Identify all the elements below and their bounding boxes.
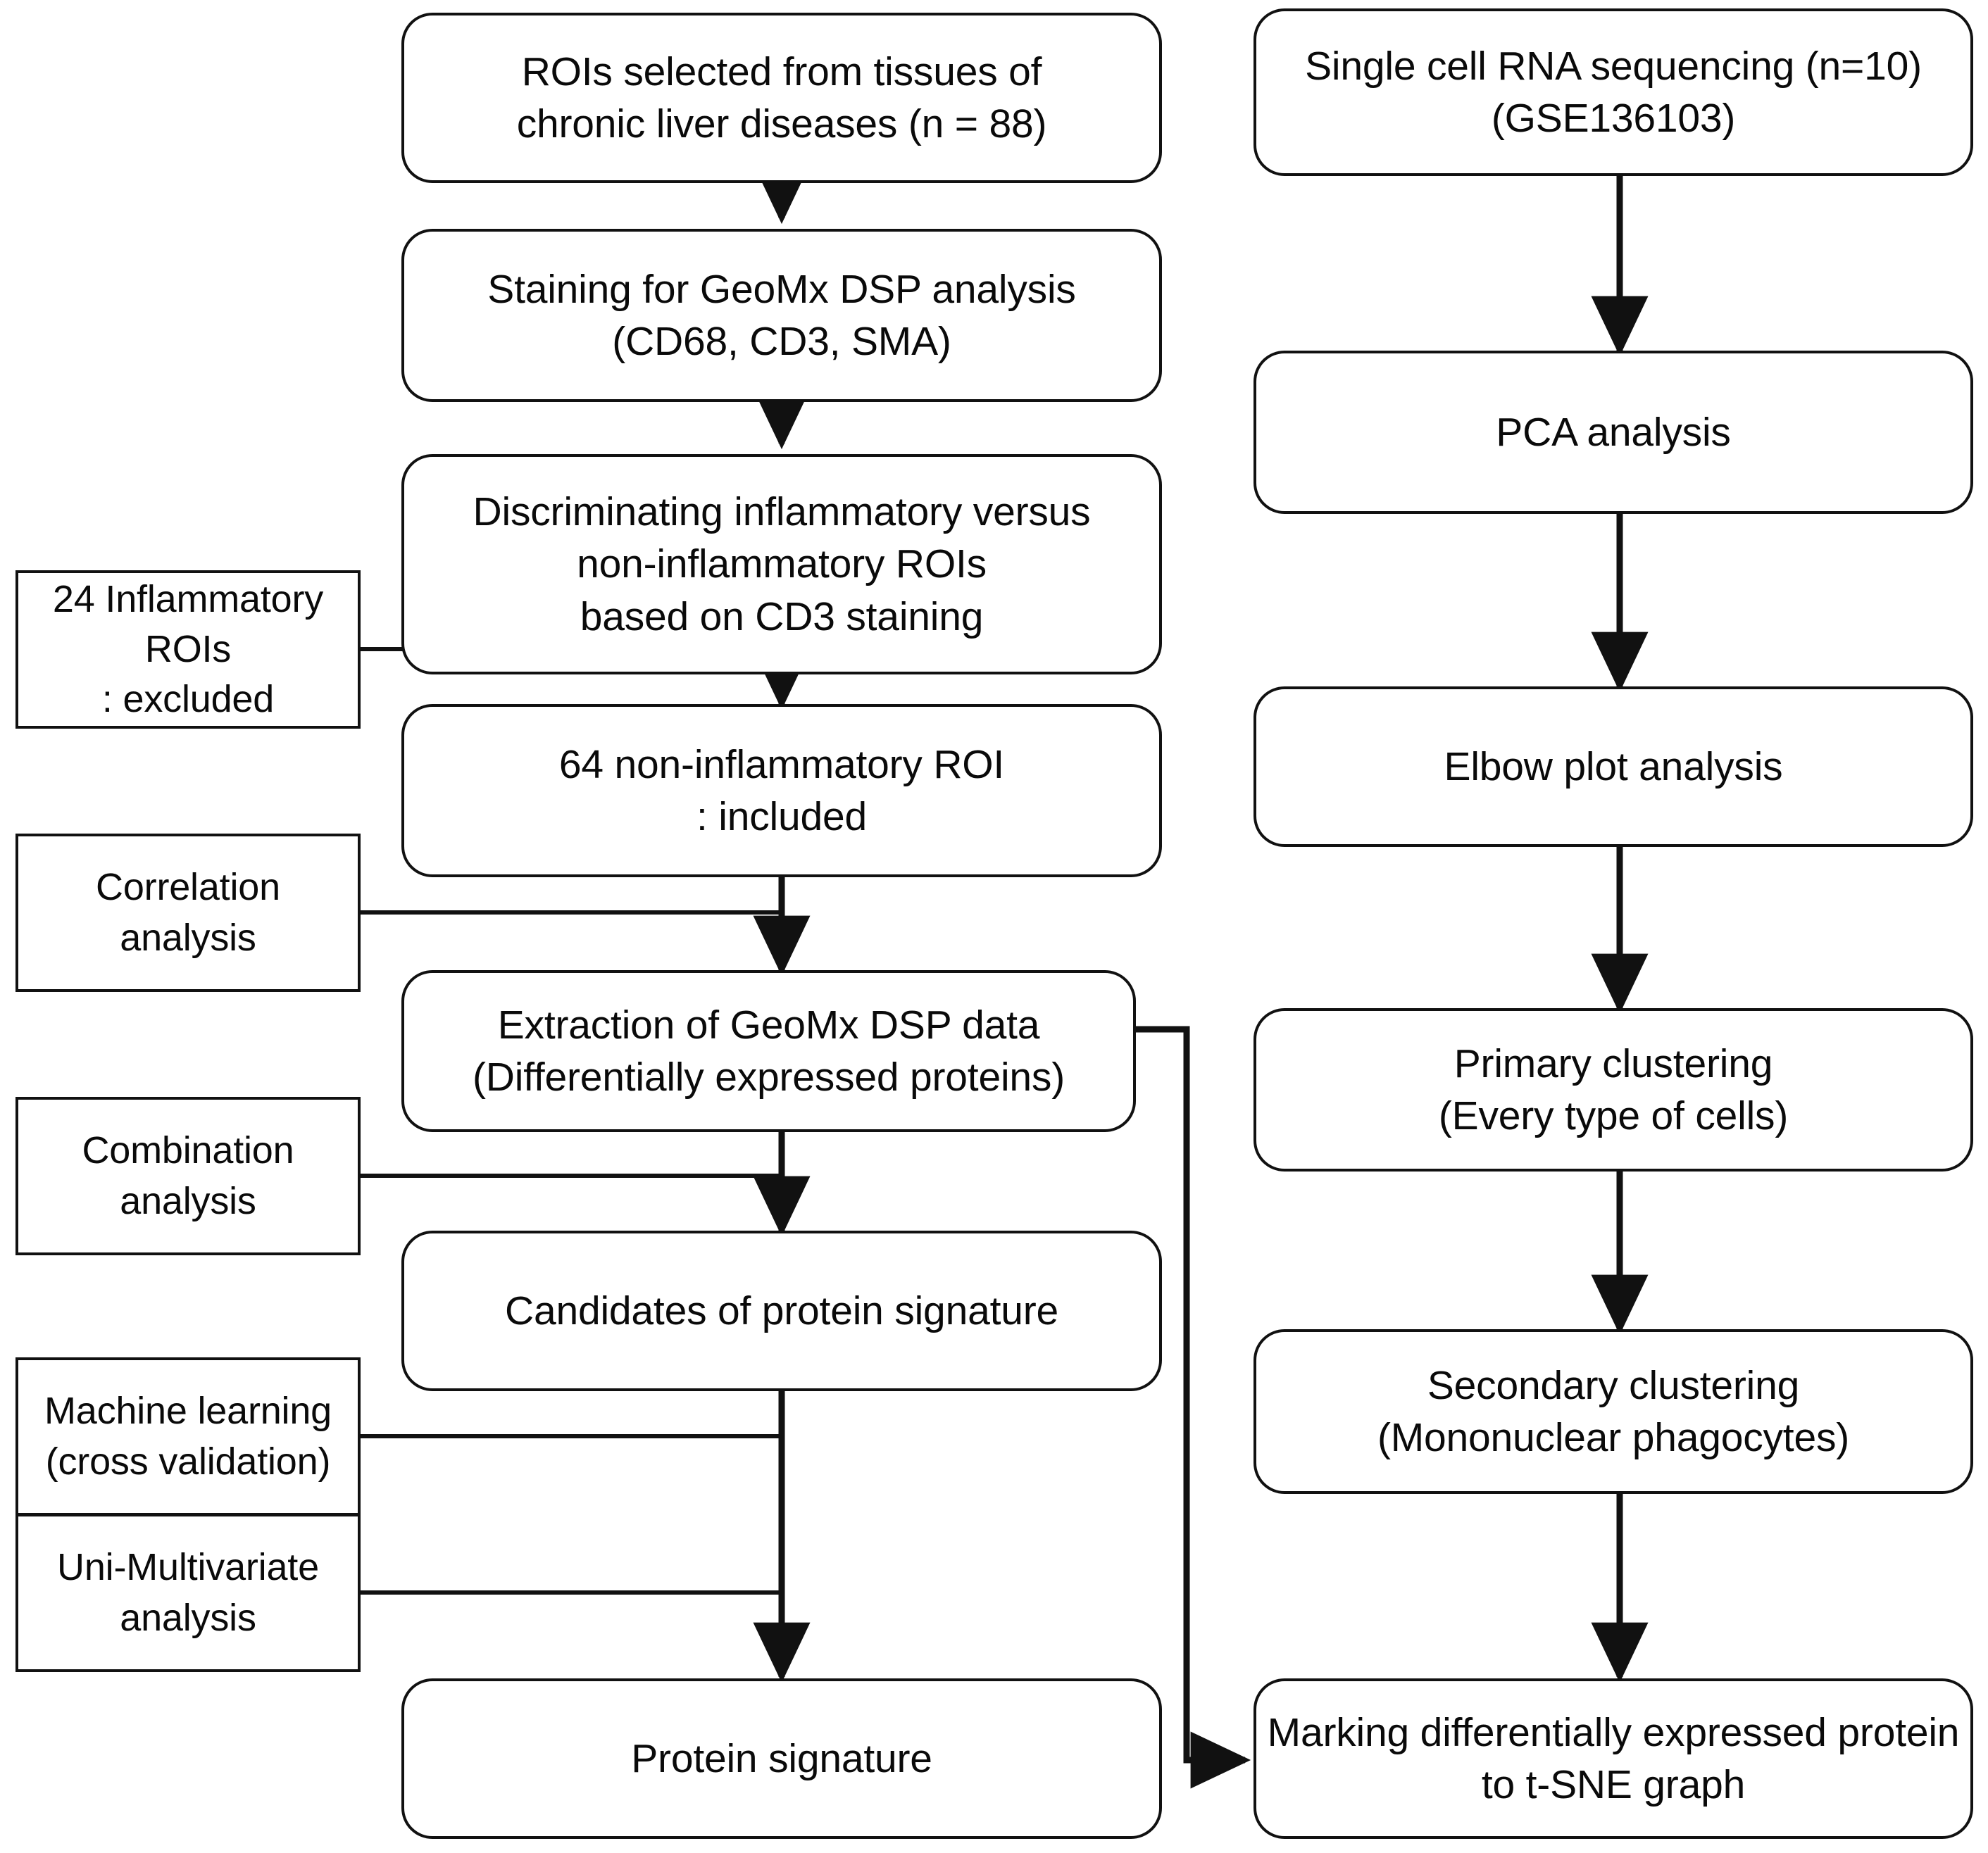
node-machine-learning[interactable]: Machine learning (cross validation)	[15, 1357, 361, 1516]
edge-extraction-to-marking	[1135, 1026, 1251, 1789]
node-rois-selected-label: ROIs selected from tissues of chronic li…	[516, 49, 1047, 146]
node-correlation-analysis[interactable]: Correlation analysis	[15, 834, 361, 992]
node-secondary-clustering-label: Secondary clustering (Mononuclear phagoc…	[1377, 1362, 1850, 1460]
node-pca[interactable]: PCA analysis	[1254, 351, 1973, 514]
node-elbow-plot-label: Elbow plot analysis	[1444, 743, 1783, 789]
node-marking-tsne-label: Marking differentially expressed protein…	[1267, 1709, 1960, 1807]
node-candidates-label: Candidates of protein signature	[505, 1288, 1058, 1333]
node-marking-tsne[interactable]: Marking differentially expressed protein…	[1254, 1678, 1973, 1839]
node-secondary-clustering[interactable]: Secondary clustering (Mononuclear phagoc…	[1254, 1329, 1973, 1494]
node-protein-signature-label: Protein signature	[631, 1735, 932, 1781]
node-primary-clustering[interactable]: Primary clustering (Every type of cells)	[1254, 1008, 1973, 1172]
node-discriminating[interactable]: Discriminating inflammatory versus non-i…	[401, 454, 1162, 674]
node-scrna-seq[interactable]: Single cell RNA sequencing (n=10) (GSE13…	[1254, 8, 1973, 176]
node-extraction[interactable]: Extraction of GeoMx DSP data (Differenti…	[401, 970, 1136, 1132]
node-combination-analysis-label: Combination analysis	[82, 1129, 294, 1222]
node-uni-multivariate[interactable]: Uni-Multivariate analysis	[15, 1514, 361, 1672]
node-primary-clustering-label: Primary clustering (Every type of cells)	[1438, 1041, 1789, 1138]
node-scrna-seq-label: Single cell RNA sequencing (n=10) (GSE13…	[1305, 43, 1922, 141]
node-candidates[interactable]: Candidates of protein signature	[401, 1231, 1162, 1391]
node-discriminating-label: Discriminating inflammatory versus non-i…	[473, 489, 1091, 639]
node-non-inflammatory-included[interactable]: 64 non-inflammatory ROI : included	[401, 704, 1162, 877]
node-staining-label: Staining for GeoMx DSP analysis (CD68, C…	[487, 266, 1076, 364]
node-staining[interactable]: Staining for GeoMx DSP analysis (CD68, C…	[401, 229, 1162, 402]
node-pca-label: PCA analysis	[1496, 409, 1731, 455]
node-extraction-label: Extraction of GeoMx DSP data (Differenti…	[473, 1002, 1065, 1100]
node-elbow-plot[interactable]: Elbow plot analysis	[1254, 686, 1973, 847]
node-uni-multivariate-label: Uni-Multivariate analysis	[57, 1546, 319, 1639]
node-protein-signature[interactable]: Protein signature	[401, 1678, 1162, 1839]
node-inflammatory-excluded-label: 24 Inflammatory ROIs : excluded	[52, 577, 324, 721]
node-inflammatory-excluded[interactable]: 24 Inflammatory ROIs : excluded	[15, 570, 361, 729]
node-combination-analysis[interactable]: Combination analysis	[15, 1097, 361, 1255]
node-non-inflammatory-included-label: 64 non-inflammatory ROI : included	[558, 741, 1005, 839]
node-correlation-analysis-label: Correlation analysis	[96, 866, 280, 959]
node-rois-selected[interactable]: ROIs selected from tissues of chronic li…	[401, 13, 1162, 183]
node-machine-learning-label: Machine learning (cross validation)	[44, 1390, 332, 1483]
